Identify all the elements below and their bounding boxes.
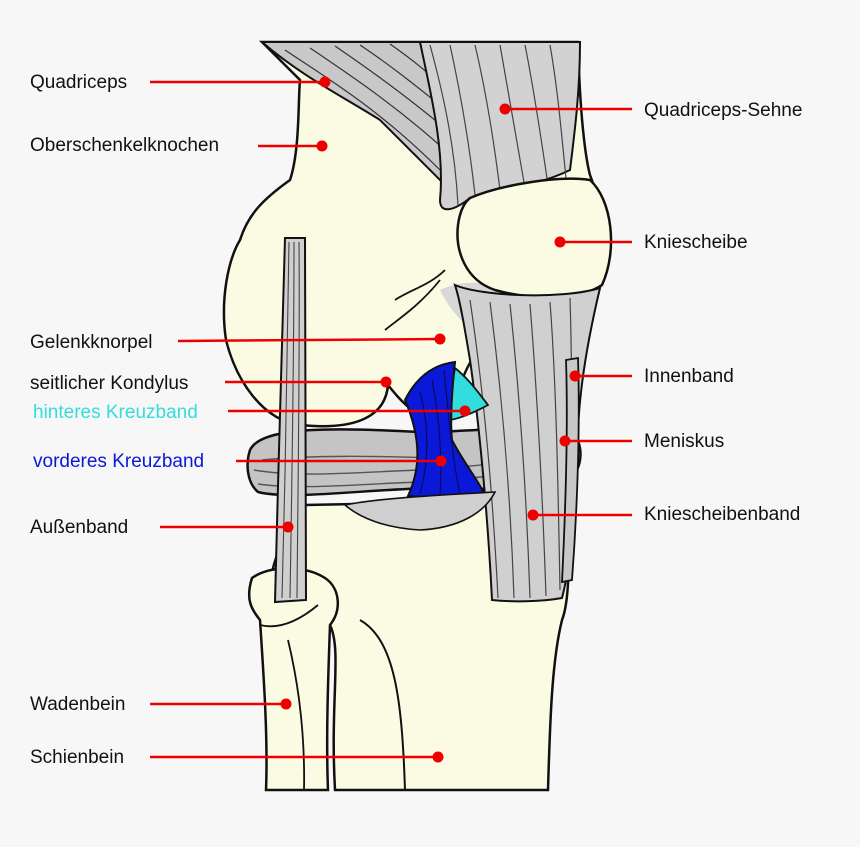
- leader-dot-aussenband: [282, 521, 294, 533]
- leader-dot-kniescheibe: [554, 236, 566, 248]
- labels: Quadriceps Oberschenkelknochen Gelenkkno…: [30, 72, 802, 768]
- leader-dot-innenband: [569, 370, 581, 382]
- leader-dot-schienbein: [432, 751, 444, 763]
- leader-lines: [150, 76, 632, 763]
- tibial-plateau: [343, 491, 497, 531]
- label-seitlicher-kondylus: seitlicher Kondylus: [30, 373, 188, 394]
- label-kniescheibenband: Kniescheibenband: [644, 504, 800, 525]
- label-quadriceps-sehne: Quadriceps-Sehne: [644, 100, 802, 121]
- leader-dot-gelenkknorpel: [434, 333, 446, 345]
- tibia-inner-line: [359, 619, 406, 791]
- patella-shape: [456, 177, 613, 299]
- leader-dot-meniskus: [559, 435, 571, 447]
- label-oberschenkelknochen: Oberschenkelknochen: [30, 135, 219, 156]
- medial-ligament: [561, 356, 580, 584]
- label-quadriceps: Quadriceps: [30, 72, 127, 93]
- leader-dot-wadenbein: [280, 698, 292, 710]
- label-aussenband: Außenband: [30, 517, 128, 538]
- leader-dot-quadriceps-sehne: [499, 103, 511, 115]
- leader-dot-vorderes-kreuzband: [435, 455, 447, 467]
- label-schienbein: Schienbein: [30, 747, 124, 768]
- leader-dot-kniescheibenband: [527, 509, 539, 521]
- femur-condyle-groove: [384, 269, 446, 331]
- label-vorderes-kreuzband: vorderes Kreuzband: [33, 451, 204, 472]
- leader-dot-seitlicher-kondylus: [380, 376, 392, 388]
- label-kniescheibe: Kniescheibe: [644, 232, 748, 253]
- patellar-ligament-fibers: [469, 297, 573, 599]
- anterior-cruciate-ligament: [403, 360, 487, 499]
- lateral-ligament-fibers: [281, 241, 300, 599]
- leader-dot-oberschenkelknochen: [316, 140, 328, 152]
- label-innenband: Innenband: [644, 366, 734, 387]
- leader-dot-quadriceps: [319, 76, 331, 88]
- leader-line-gelenkknorpel: [177, 337, 441, 343]
- acl-fibers: [419, 369, 461, 497]
- label-gelenkknorpel: Gelenkknorpel: [30, 332, 153, 353]
- fibula-detail: [259, 604, 319, 791]
- leader-dot-hinteres-kreuzband: [459, 405, 471, 417]
- label-hinteres-kreuzband: hinteres Kreuzband: [33, 402, 198, 423]
- quadriceps-tendon-fibers: [429, 44, 567, 206]
- label-wadenbein: Wadenbein: [30, 694, 125, 715]
- fibula-shape: [247, 567, 339, 792]
- label-meniskus: Meniskus: [644, 431, 724, 452]
